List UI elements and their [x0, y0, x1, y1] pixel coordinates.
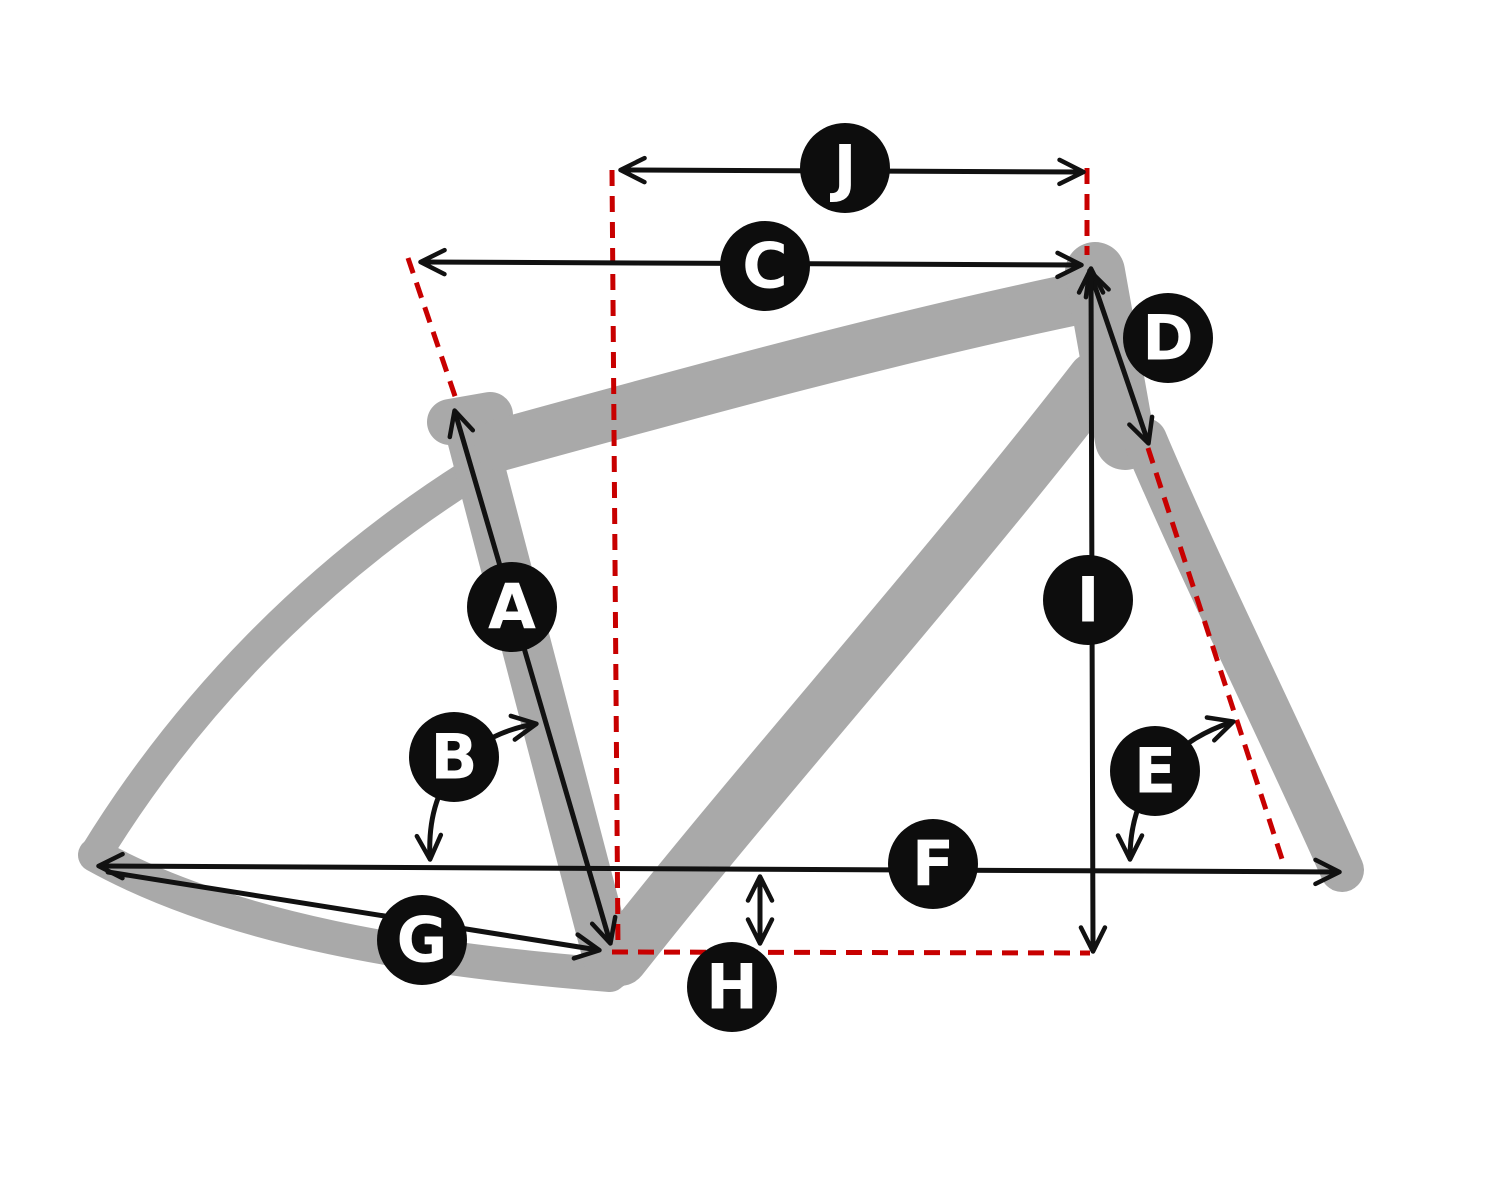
badge-i: I [1043, 555, 1133, 645]
badge-b: B [409, 712, 499, 802]
measurement-arrows [96, 155, 1342, 961]
fork-axis-line [1145, 447, 1286, 863]
badge-d: D [1123, 293, 1213, 383]
badge-a: A [467, 562, 557, 652]
badge-f: F [888, 819, 978, 909]
badge-c: C [720, 221, 810, 311]
badge-b-label: B [430, 721, 477, 794]
seatstay [79, 459, 486, 871]
fork-blade [1123, 418, 1364, 892]
badge-e: E [1110, 726, 1200, 816]
badge-c-label: C [742, 230, 788, 303]
badge-i-label: I [1076, 564, 1099, 637]
badge-d-label: D [1142, 302, 1193, 375]
bb-horizontal-line [611, 949, 1091, 956]
badge-f-label: F [912, 828, 954, 901]
measure-f-arrow [96, 851, 1342, 887]
badge-a-label: A [488, 571, 536, 644]
badge-h-label: H [706, 951, 758, 1024]
badge-j-label: J [829, 132, 856, 205]
badge-h: H [687, 942, 777, 1032]
badge-e-label: E [1134, 735, 1176, 808]
measure-g-arrow [105, 869, 602, 961]
badge-g: G [377, 895, 467, 985]
badge-g-label: G [397, 904, 448, 977]
badge-j: J [800, 123, 890, 213]
